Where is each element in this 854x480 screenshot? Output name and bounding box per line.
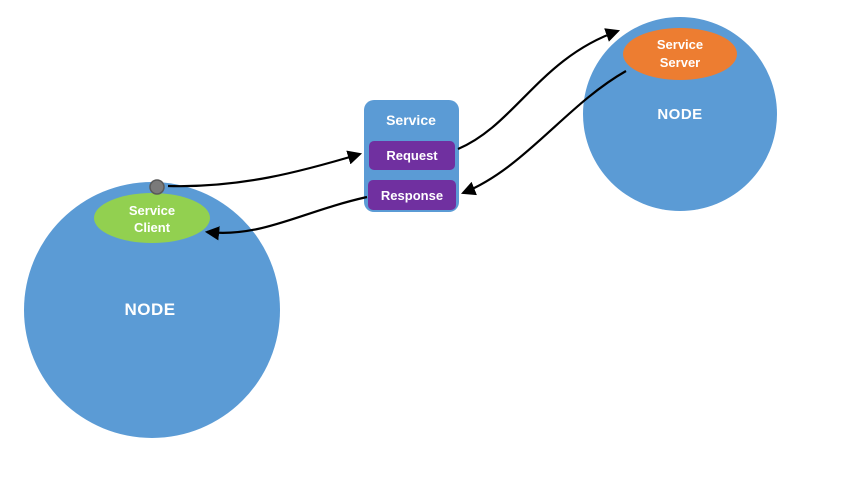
service-box-title: Service (386, 112, 436, 128)
arrow-request-to-server (457, 28, 621, 151)
arrow-response-to-client (204, 195, 368, 241)
right-node-label: NODE (657, 106, 702, 123)
left-node-group: Service Client NODE (24, 179, 280, 438)
response-box (368, 180, 456, 210)
service-client-label-line2: Client (134, 220, 171, 235)
arrow-server-to-response (461, 70, 627, 196)
service-server-label-line2: Server (660, 55, 700, 70)
service-server-label-line1: Service (657, 37, 703, 52)
service-client-ellipse (94, 193, 210, 243)
service-server-ellipse (623, 28, 737, 80)
left-node-circle (24, 182, 280, 438)
right-node-group: Service Server NODE (583, 17, 777, 211)
left-node-label: NODE (124, 300, 175, 319)
request-box (369, 141, 455, 170)
arrow-client-to-request (167, 150, 363, 188)
client-connection-dot (149, 179, 165, 195)
response-label: Response (381, 188, 443, 203)
service-client-label-line1: Service (129, 203, 175, 218)
service-box-group: Service Request Response (364, 100, 459, 212)
request-label: Request (386, 148, 438, 163)
arrows-group (167, 28, 627, 241)
